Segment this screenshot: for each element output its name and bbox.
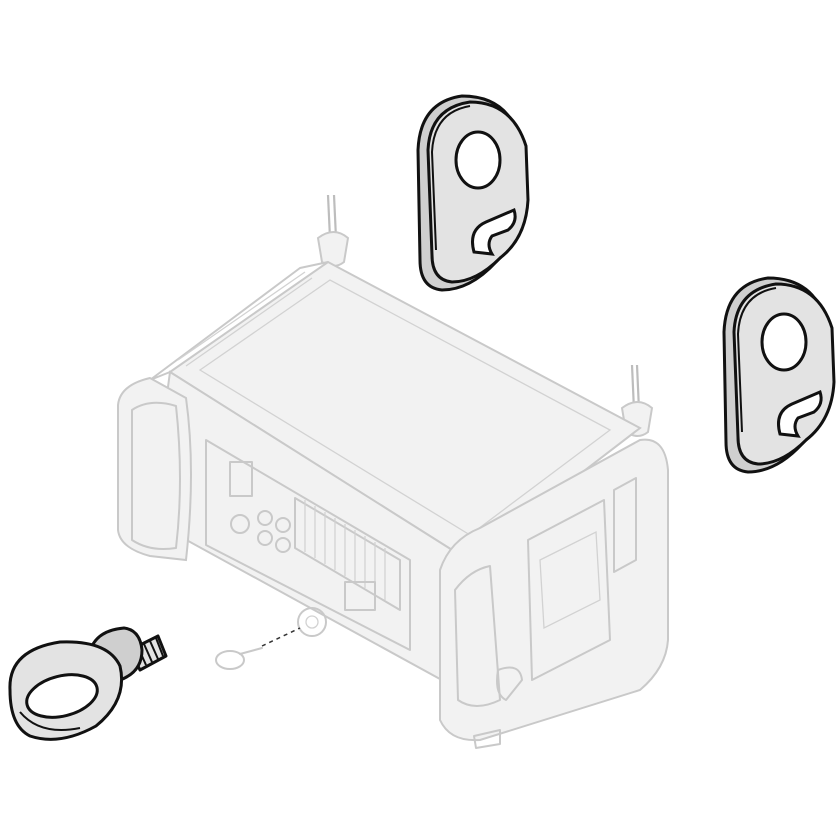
rigging-shackle-left bbox=[416, 94, 530, 292]
loudspeaker-cabinet bbox=[117, 194, 669, 749]
rail-slots bbox=[177, 271, 313, 367]
left-handle bbox=[131, 401, 181, 550]
shackle-hole bbox=[454, 130, 502, 190]
right-frame bbox=[527, 499, 611, 681]
eyebolt-hole bbox=[25, 673, 99, 719]
left-end-cap bbox=[117, 376, 192, 562]
eyebolt-socket bbox=[297, 607, 327, 637]
eyebolt-ring-edge bbox=[19, 711, 81, 731]
power-inlet bbox=[344, 581, 376, 611]
eyebolt-ghost bbox=[215, 647, 263, 670]
connector-2 bbox=[257, 530, 273, 546]
rigging-latch bbox=[496, 666, 523, 701]
foot bbox=[473, 729, 501, 749]
left-cable bbox=[326, 194, 332, 239]
left-ghost-shackle bbox=[316, 231, 350, 267]
shackle-hole bbox=[760, 312, 808, 372]
brand-plate bbox=[613, 477, 637, 573]
connector-3 bbox=[275, 517, 291, 533]
panel-display bbox=[229, 461, 253, 497]
connector-4 bbox=[275, 537, 291, 553]
shackle-hook bbox=[471, 207, 517, 256]
installation-line bbox=[261, 627, 301, 647]
right-frame-inner bbox=[539, 530, 601, 630]
connector-1 bbox=[257, 510, 273, 526]
eyebolt bbox=[8, 626, 168, 741]
rigging-shackle-right bbox=[722, 276, 836, 474]
top-rail-left bbox=[149, 261, 329, 381]
panel-knob bbox=[230, 514, 250, 534]
right-handle bbox=[454, 565, 501, 707]
heatsink-fins bbox=[304, 500, 386, 600]
eyebolt-socket-inner bbox=[305, 615, 319, 629]
cabinet-top-inset bbox=[198, 279, 612, 536]
shackle-hook bbox=[777, 389, 823, 438]
left-cable-2 bbox=[332, 194, 338, 239]
control-panel bbox=[205, 439, 411, 651]
